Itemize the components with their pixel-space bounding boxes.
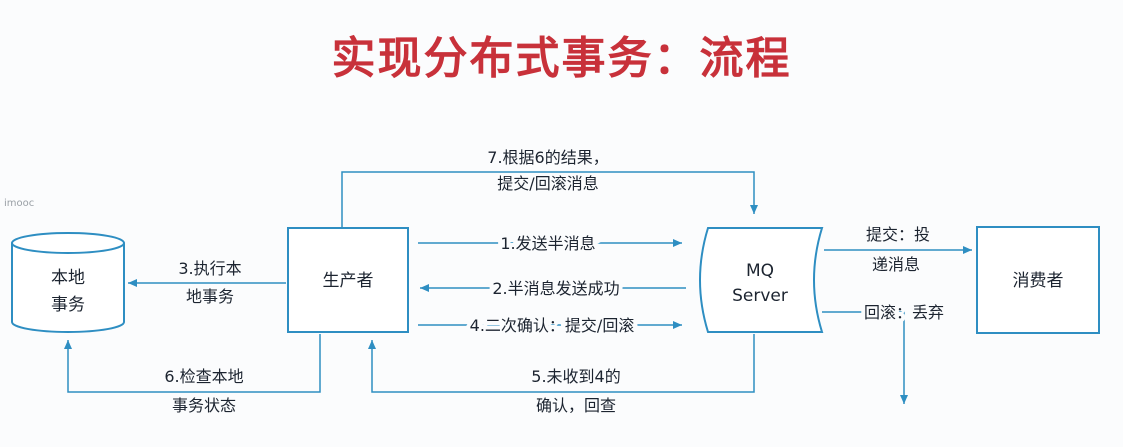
edge-step6 [64, 334, 321, 393]
edge-step6-label-1: 6.检查本地 [164, 367, 243, 386]
edge-commit-label-1: 提交：投 [866, 225, 930, 244]
producer-label: 生产者 [323, 271, 374, 291]
edge-step7-label-1: 7.根据6的结果， [487, 148, 608, 167]
edge-rollback [822, 311, 908, 404]
edge-step5-label-1: 5.未收到4的 [531, 367, 620, 386]
edge-rollback-label: 回滚：丢弃 [864, 303, 944, 322]
mq-label-1: MQ [746, 261, 774, 281]
page-title: 实现分布式事务：流程 [331, 33, 792, 84]
local-tx-label-2: 事务 [51, 295, 85, 315]
watermark: imooc [4, 198, 35, 209]
consumer-label: 消费者 [1013, 271, 1064, 291]
edge-step5-label-2: 确认，回查 [536, 396, 616, 415]
edge-step7-label-2: 提交/回滚消息 [497, 174, 598, 193]
mq-server-node: MQ Server [699, 227, 824, 333]
mq-label-2: Server [732, 286, 788, 306]
local-transaction-node: 本地 事务 [11, 232, 125, 333]
edge-step1-label: 1.发送半消息 [500, 234, 595, 253]
edge-step3-label-2: 地事务 [186, 287, 234, 306]
consumer-node: 消费者 [976, 226, 1100, 334]
edge-step5 [368, 334, 755, 393]
edge-step2-label: 2.半消息发送成功 [492, 279, 619, 298]
edge-commit-label-2: 递消息 [872, 255, 920, 274]
local-tx-label-1: 本地 [51, 268, 85, 288]
edge-step4-label: 4.二次确认：提交/回滚 [470, 316, 635, 335]
edge-step7 [341, 171, 758, 228]
producer-node: 生产者 [287, 227, 409, 333]
edge-step6-label-2: 事务状态 [172, 396, 236, 415]
edge-step3-label-1: 3.执行本 [178, 259, 241, 278]
